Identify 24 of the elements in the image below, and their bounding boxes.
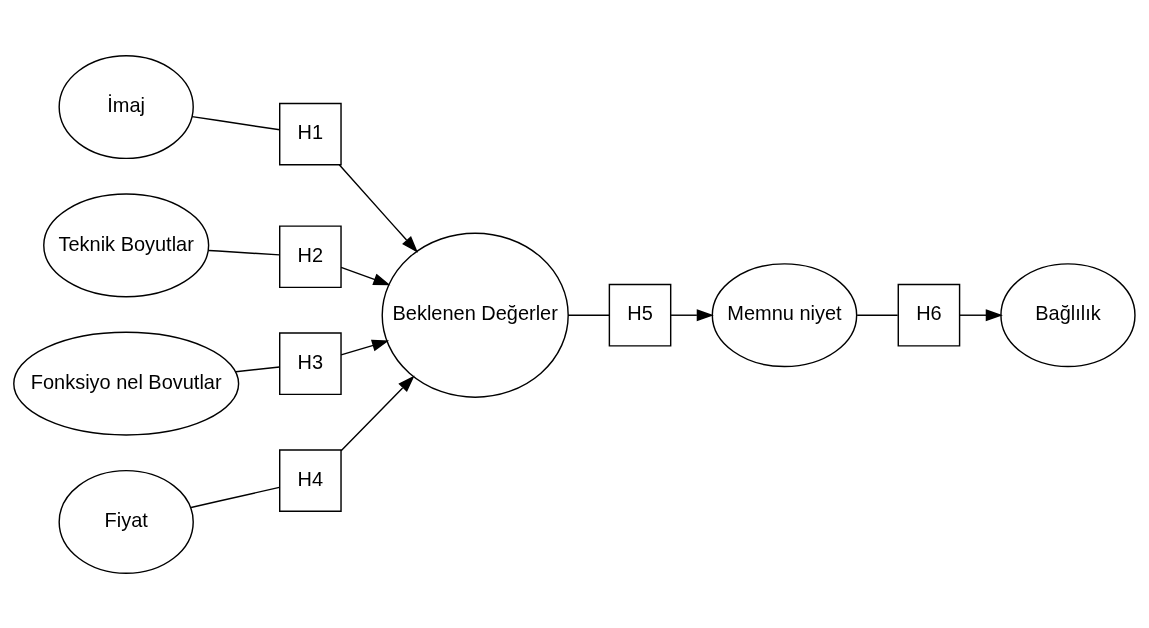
arrow	[670, 308, 714, 321]
connector	[191, 115, 281, 130]
node-ellipse: Fonksiyo nel Bovutlar	[13, 331, 240, 436]
node-box: H2	[279, 224, 342, 288]
node-ellipse: Memnu niyet	[711, 262, 858, 367]
node-ellipse: Teknik Boyutlar	[43, 192, 210, 297]
node-box: H6	[897, 283, 961, 347]
node-box: H5	[608, 283, 672, 347]
node-box: H3	[279, 331, 342, 395]
connector	[208, 249, 281, 256]
arrow	[340, 266, 391, 285]
connector	[567, 314, 611, 316]
node-ellipse: İmaj	[58, 54, 194, 159]
connector	[235, 365, 281, 372]
arrow	[338, 163, 418, 253]
connector	[856, 314, 899, 316]
node-box: H1	[279, 102, 342, 165]
connector	[190, 486, 281, 508]
node-ellipse: Bağlılık	[1000, 262, 1136, 367]
node-ellipse: Fiyat	[58, 469, 194, 574]
arrow	[340, 339, 390, 356]
node-box: H4	[279, 448, 342, 512]
arrow	[340, 375, 415, 451]
arrow	[959, 308, 1003, 321]
